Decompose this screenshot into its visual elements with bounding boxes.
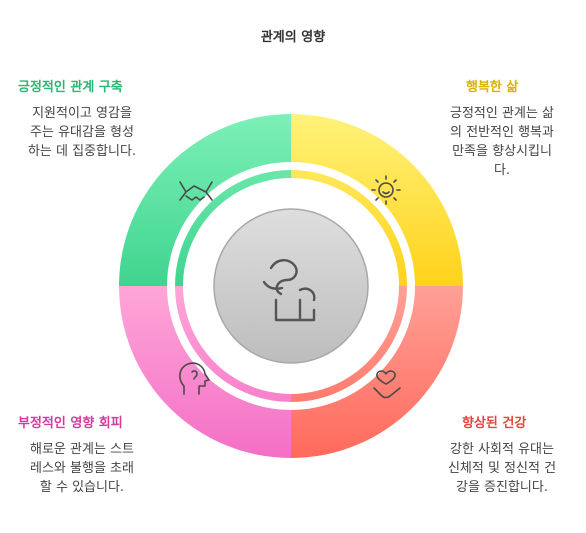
quadrant-title-bottom-right: 향상된 건강 xyxy=(462,416,527,431)
desc-line: 만족을 향상시킵니 xyxy=(452,144,552,159)
quadrant-desc-top-right: 긍정적인 관계는 삶 의 전반적인 행복과 만족을 향상시킵니 다. xyxy=(436,104,568,180)
desc-line: 신체적 및 정신적 건 xyxy=(447,461,557,476)
quadrant-title-top-right: 행복한 삶 xyxy=(466,80,519,95)
desc-line: 다. xyxy=(493,163,511,178)
quadrant-title-top-left: 긍정적인 관계 구축 xyxy=(18,80,123,95)
quadrant-desc-bottom-left: 해로운 관계는 스트 레스와 불행을 초래 할 수 있습니다. xyxy=(18,440,146,497)
quadrant-desc-bottom-right: 강한 사회적 유대는 신체적 및 정신적 건 강을 증진합니다. xyxy=(436,440,568,497)
desc-line: 지원적이고 영감을 xyxy=(32,106,132,121)
hand-heart-icon xyxy=(373,370,401,399)
desc-line: 주는 유대감을 형성 xyxy=(30,125,134,140)
diagram-title: 관계의 영향 xyxy=(260,30,326,45)
bridge-people-icon xyxy=(262,259,316,322)
handshake-icon xyxy=(179,181,213,201)
desc-line: 하는 데 집중합니다. xyxy=(27,144,137,159)
head-profile-icon xyxy=(179,362,210,395)
desc-line: 강을 증진합니다. xyxy=(456,480,548,495)
desc-line: 강한 사회적 유대는 xyxy=(450,442,554,457)
desc-line: 의 전반적인 행복과 xyxy=(450,125,554,140)
desc-line: 할 수 있습니다. xyxy=(39,480,125,495)
quadrant-desc-top-left: 지원적이고 영감을 주는 유대감을 형성 하는 데 집중합니다. xyxy=(18,104,146,161)
desc-line: 긍정적인 관계는 삶 xyxy=(450,106,554,121)
quadrant-title-bottom-left: 부정적인 영향 회피 xyxy=(18,416,123,431)
desc-line: 해로운 관계는 스트 xyxy=(30,442,134,457)
center-circle xyxy=(213,208,369,364)
desc-line: 레스와 불행을 초래 xyxy=(30,461,134,476)
sun-icon xyxy=(371,175,401,205)
